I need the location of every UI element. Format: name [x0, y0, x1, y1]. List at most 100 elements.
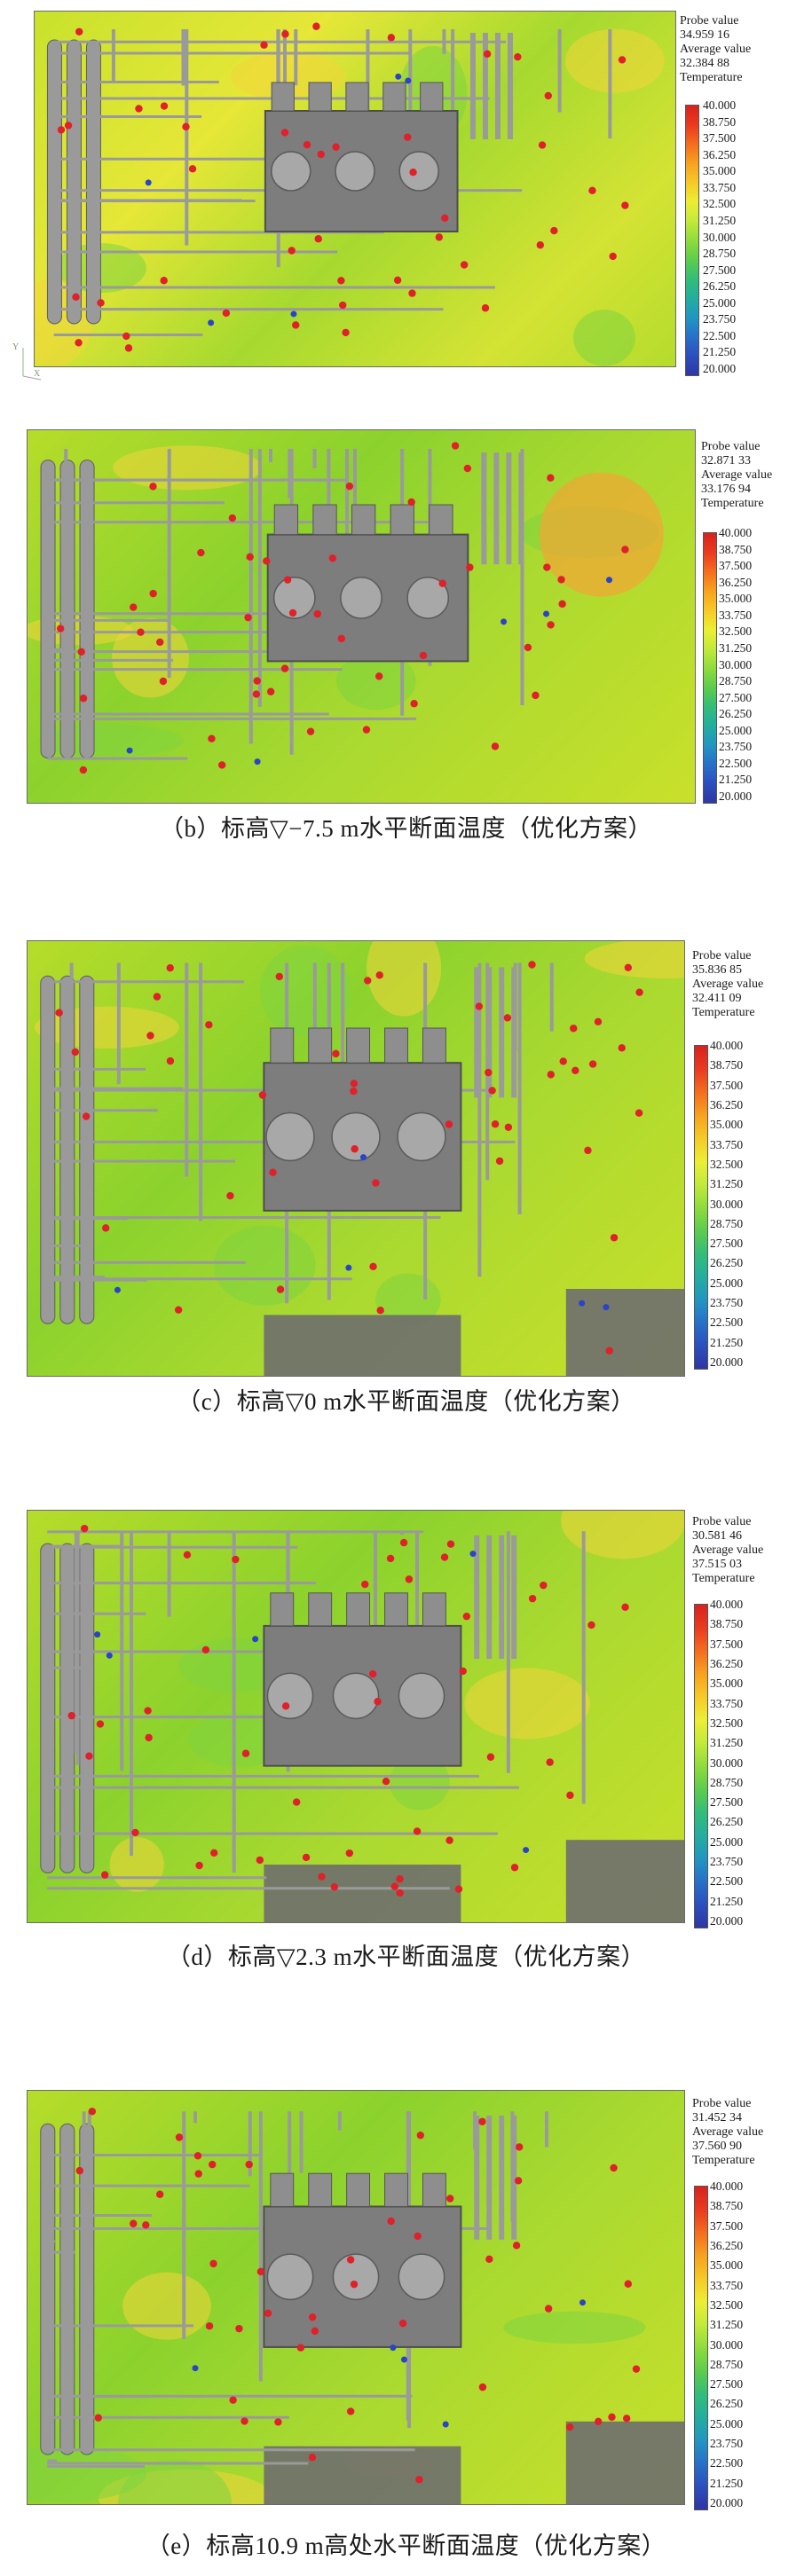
probe-point [404, 133, 412, 141]
cool-point [603, 1304, 610, 1311]
probe-point [446, 2195, 454, 2203]
probe-point [510, 1864, 519, 1872]
hot-zone [539, 472, 664, 597]
colorbar-tick-label: 40.000 [719, 526, 753, 539]
colorbar-tick-label: 33.750 [710, 1137, 744, 1151]
probe-point [491, 1120, 500, 1128]
probe-point [435, 233, 444, 241]
colorbar-tick-label: 27.500 [710, 2377, 744, 2391]
valve-unit [270, 2172, 295, 2207]
floor-block [264, 1865, 461, 1922]
probe-point [481, 304, 490, 312]
probe-point [572, 1066, 579, 1075]
tank-dome [398, 2253, 445, 2301]
panel-b: Probe value 32.871 33 Average value 33.1… [0, 417, 812, 860]
riser-pipe [518, 452, 524, 565]
probe-point [610, 1234, 619, 1242]
probe-point [445, 1120, 453, 1128]
probe-point [146, 1032, 154, 1040]
temperature-zone [28, 2446, 146, 2502]
vertical-tank [40, 1543, 56, 1873]
probe-point [495, 1157, 504, 1166]
colorbar-tick-label: 33.750 [710, 2278, 744, 2292]
probe-point [621, 546, 629, 554]
probe-point [415, 2476, 423, 2484]
colorbar-tick-label: 37.500 [710, 1637, 744, 1651]
probe-point [528, 961, 536, 969]
probe-point [281, 30, 289, 38]
vertical-tank [40, 975, 56, 1324]
probe-point [208, 734, 216, 742]
probe-point [557, 576, 565, 584]
colorbar-tick-label: 20.000 [719, 789, 753, 803]
colorbar-tick-label: 40.000 [710, 2179, 744, 2193]
temperature-zone [113, 445, 262, 491]
probe-point [258, 1091, 267, 1099]
tank-dome [332, 1672, 380, 1720]
probe-point [318, 1873, 326, 1881]
legend: Probe value 32.871 33 Average value 33.1… [701, 440, 772, 511]
cool-point [252, 1636, 259, 1643]
colorbar-tick-label: 36.250 [710, 1097, 744, 1111]
probe-point [188, 165, 197, 173]
panel-a: Y X Probe value 34.959 16 Average value … [0, 0, 812, 390]
colorbar-tick-label: 21.250 [703, 345, 737, 359]
probe-point [67, 1711, 75, 1720]
probe-point [387, 2217, 395, 2226]
valve-unit [422, 1027, 446, 1064]
probe-point [346, 2256, 355, 2264]
vertical-tank [79, 975, 95, 1324]
probe-point [621, 201, 629, 209]
colorbar-tick-label: 23.750 [703, 312, 737, 326]
colorbar-tick-label: 30.000 [710, 1755, 744, 1770]
probe-point [515, 2143, 524, 2151]
probe-point [159, 677, 168, 686]
probe-point [292, 321, 300, 329]
colorbar-tick-label: 27.500 [710, 1237, 744, 1251]
colorbar-tick-label: 26.250 [719, 707, 753, 721]
colorbar-tick-label: 38.750 [710, 1617, 744, 1631]
probe-point [446, 1540, 455, 1548]
probe-point [195, 1861, 203, 1870]
probe-point [396, 1889, 404, 1897]
colorbar-tick-label: 21.250 [710, 1335, 744, 1349]
probe-point [337, 277, 345, 285]
temperature-zone [464, 1668, 590, 1740]
riser-pipe [506, 452, 512, 565]
temperature-zone [584, 941, 684, 978]
temperature-contour-map [34, 11, 676, 367]
colorbar-tick-label: 21.250 [710, 1894, 744, 1908]
probe-point [382, 1777, 390, 1786]
probe-point [292, 1798, 301, 1806]
probe-point [144, 1707, 152, 1715]
colorbar [694, 2186, 708, 2510]
colorbar-tick-label: 28.750 [710, 2357, 744, 2371]
probe-point [75, 2166, 84, 2175]
colorbar-tick-label: 23.750 [710, 1855, 744, 1869]
colorbar-tick-label: 26.250 [710, 1256, 744, 1270]
probe-point [463, 464, 472, 473]
colorbar-tick-label: 35.000 [710, 1118, 744, 1132]
probe-point [419, 651, 428, 660]
probe-point [635, 988, 643, 996]
probe-point [374, 1698, 382, 1706]
probe-point [264, 2309, 272, 2317]
vertical-tank [79, 1543, 95, 1873]
valve-unit [384, 2172, 408, 2207]
probe-point [416, 2131, 425, 2140]
colorbar-tick-label: 36.250 [710, 1656, 744, 1670]
temperature-contour-map [27, 1510, 685, 1923]
probe-point [77, 648, 85, 656]
tank-dome [397, 1111, 446, 1162]
panel-d: Probe value 30.581 46 Average value 37.5… [0, 1499, 812, 1996]
probe-point [288, 609, 297, 617]
probe-point [485, 1068, 493, 1077]
probe-point [228, 514, 237, 522]
temperature-zone [336, 652, 416, 711]
probe-point [345, 482, 354, 491]
colorbar-tick-label: 23.750 [719, 740, 753, 754]
cfd-section-drawing [28, 442, 664, 774]
tank-dome [331, 1111, 381, 1162]
probe-point [398, 2319, 407, 2328]
probe-point [332, 143, 340, 151]
